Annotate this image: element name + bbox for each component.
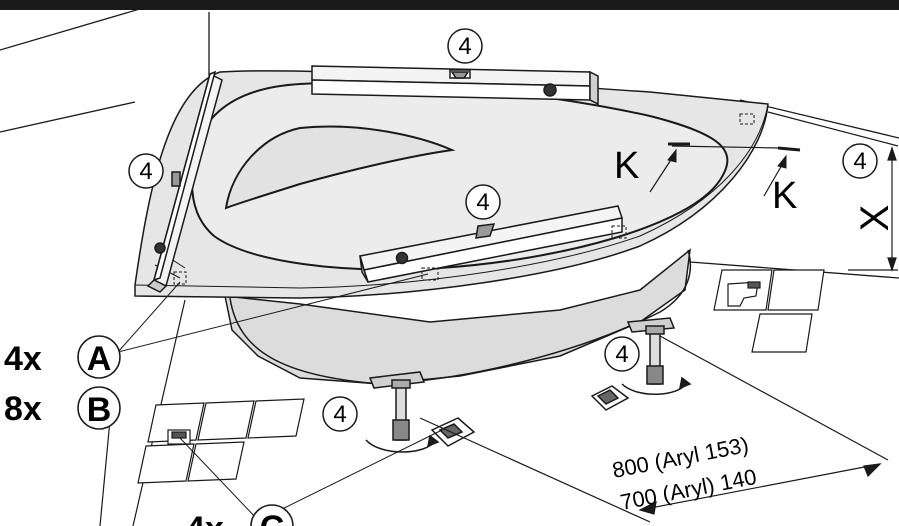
part-c-circle: [250, 504, 294, 526]
top-dark-band: [0, 0, 899, 10]
step-callouts: [128, 28, 878, 432]
k-right-label: K: [772, 175, 797, 217]
part-callouts: 4x A 8x B 4x C: [4, 335, 294, 526]
k-left-label: K: [614, 145, 639, 187]
measure-markers: K K X: [614, 145, 897, 231]
bathtub: [134, 70, 769, 385]
step-number-left: 4: [139, 158, 152, 185]
spirit-level-middle: [359, 205, 623, 283]
step-circle-leg-left: [322, 396, 358, 432]
floor-tiles-right: [713, 269, 825, 353]
part-c-letter: C: [260, 509, 285, 526]
step-number-right: 4: [853, 148, 866, 175]
spirit-level-top: [311, 65, 599, 106]
rim-brackets: [173, 113, 755, 285]
part-c-count: 4x: [186, 510, 224, 526]
x-height-label: X: [853, 205, 897, 232]
step-number-leg-left: 4: [333, 401, 346, 428]
step-circle-left: [128, 153, 164, 189]
k-markers-lines: [649, 142, 801, 197]
floor-tiles-left: [137, 398, 305, 484]
part-a-circle: [77, 335, 121, 379]
part-a-letter: A: [87, 340, 112, 378]
step-circle-right: [842, 143, 878, 179]
step-labels: 4 4 4 4 4 4: [139, 33, 866, 428]
dimension-lines: [419, 111, 899, 523]
step-circle-leg-right: [604, 336, 640, 372]
support-legs: [365, 317, 692, 453]
part-b-circle: [77, 386, 121, 430]
dimension-text: 800 (Aryl 153) 700 (Aryl) 140: [610, 432, 758, 515]
step-number-leg-right: 4: [615, 341, 628, 368]
part-b-letter: B: [87, 391, 112, 429]
step-number-top: 4: [458, 33, 471, 60]
leader-lines: [117, 273, 443, 521]
part-a-count: 4x: [4, 340, 42, 378]
step-number-middle: 4: [476, 189, 489, 216]
step-circle-middle: [465, 184, 501, 220]
step-circle-top: [447, 28, 483, 64]
spirit-level-left: [146, 70, 223, 293]
wall-lines: [0, 5, 899, 279]
part-b-count: 8x: [4, 390, 42, 428]
